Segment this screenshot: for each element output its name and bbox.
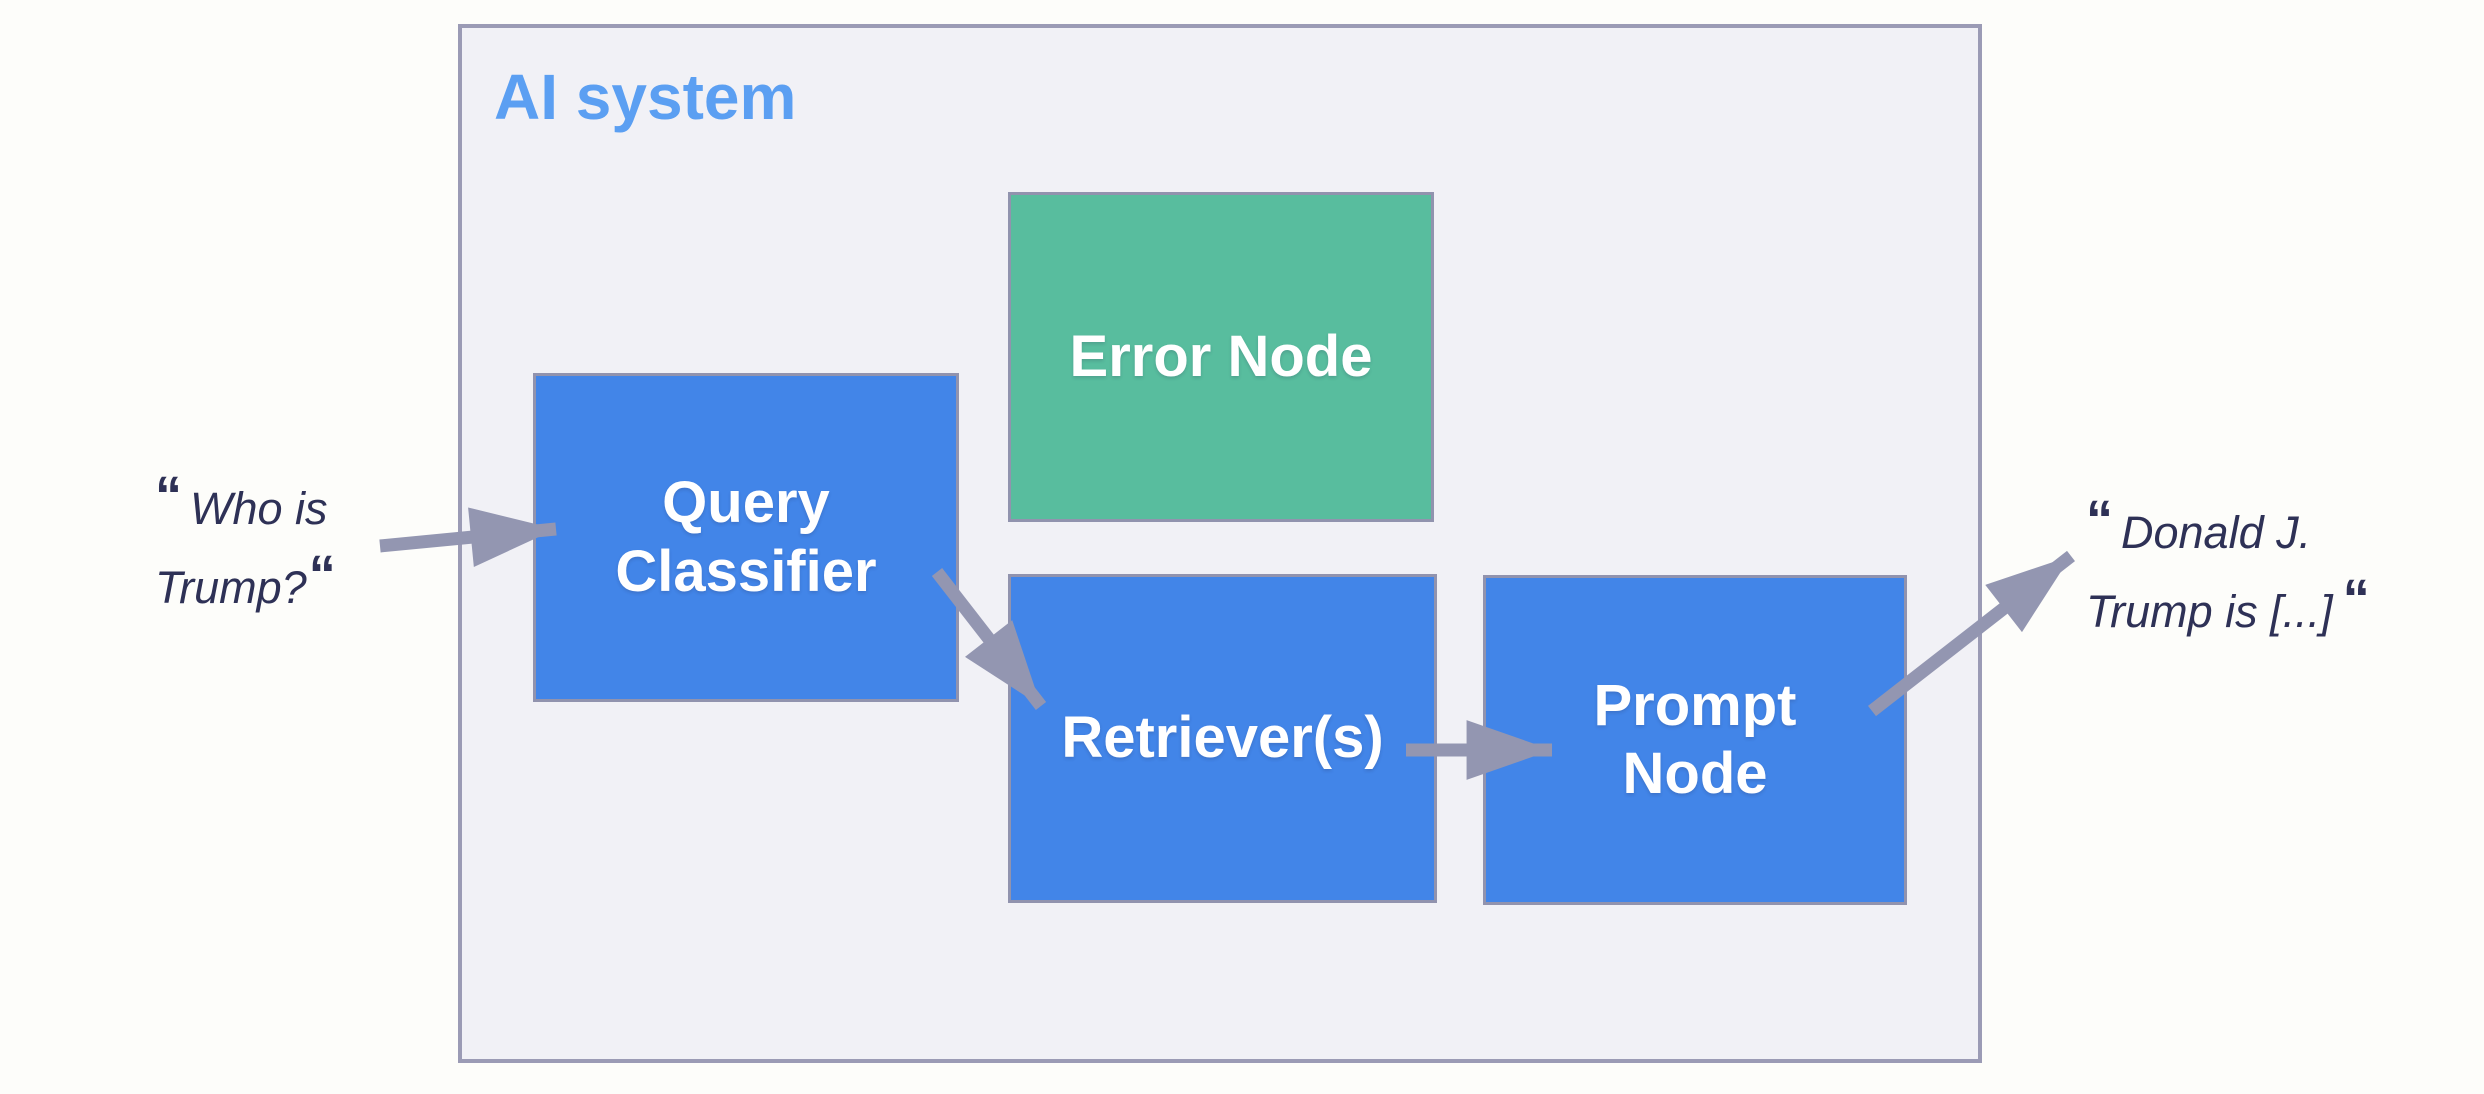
output-close-quote-mark: “ xyxy=(2342,569,2370,630)
output-quote-line2: Trump is [...] xyxy=(2086,586,2333,637)
ai-system-title: AI system xyxy=(494,61,797,133)
node-prompt-node-label: Prompt Node xyxy=(1593,672,1797,806)
node-query-classifier-label: Query Classifier xyxy=(615,470,877,604)
input-open-quote-mark: “ xyxy=(155,466,182,527)
input-quote-line1: Who is xyxy=(190,483,328,534)
output-quote: “Donald J. Trump is [...]“ xyxy=(2086,490,2370,650)
node-error-node: Error Node xyxy=(1008,192,1434,522)
output-quote-line1: Donald J. xyxy=(2121,507,2312,558)
output-open-quote-mark: “ xyxy=(2086,490,2113,551)
node-retrievers-label: Retriever(s) xyxy=(1061,705,1384,771)
node-query-classifier: Query Classifier xyxy=(533,373,959,702)
input-close-quote-mark: “ xyxy=(308,545,336,606)
node-retrievers: Retriever(s) xyxy=(1008,574,1437,903)
input-quote: “Who is Trump?“ xyxy=(155,466,336,626)
input-quote-line2: Trump? xyxy=(155,562,307,613)
node-error-node-label: Error Node xyxy=(1069,323,1373,389)
node-prompt-node: Prompt Node xyxy=(1483,575,1907,905)
